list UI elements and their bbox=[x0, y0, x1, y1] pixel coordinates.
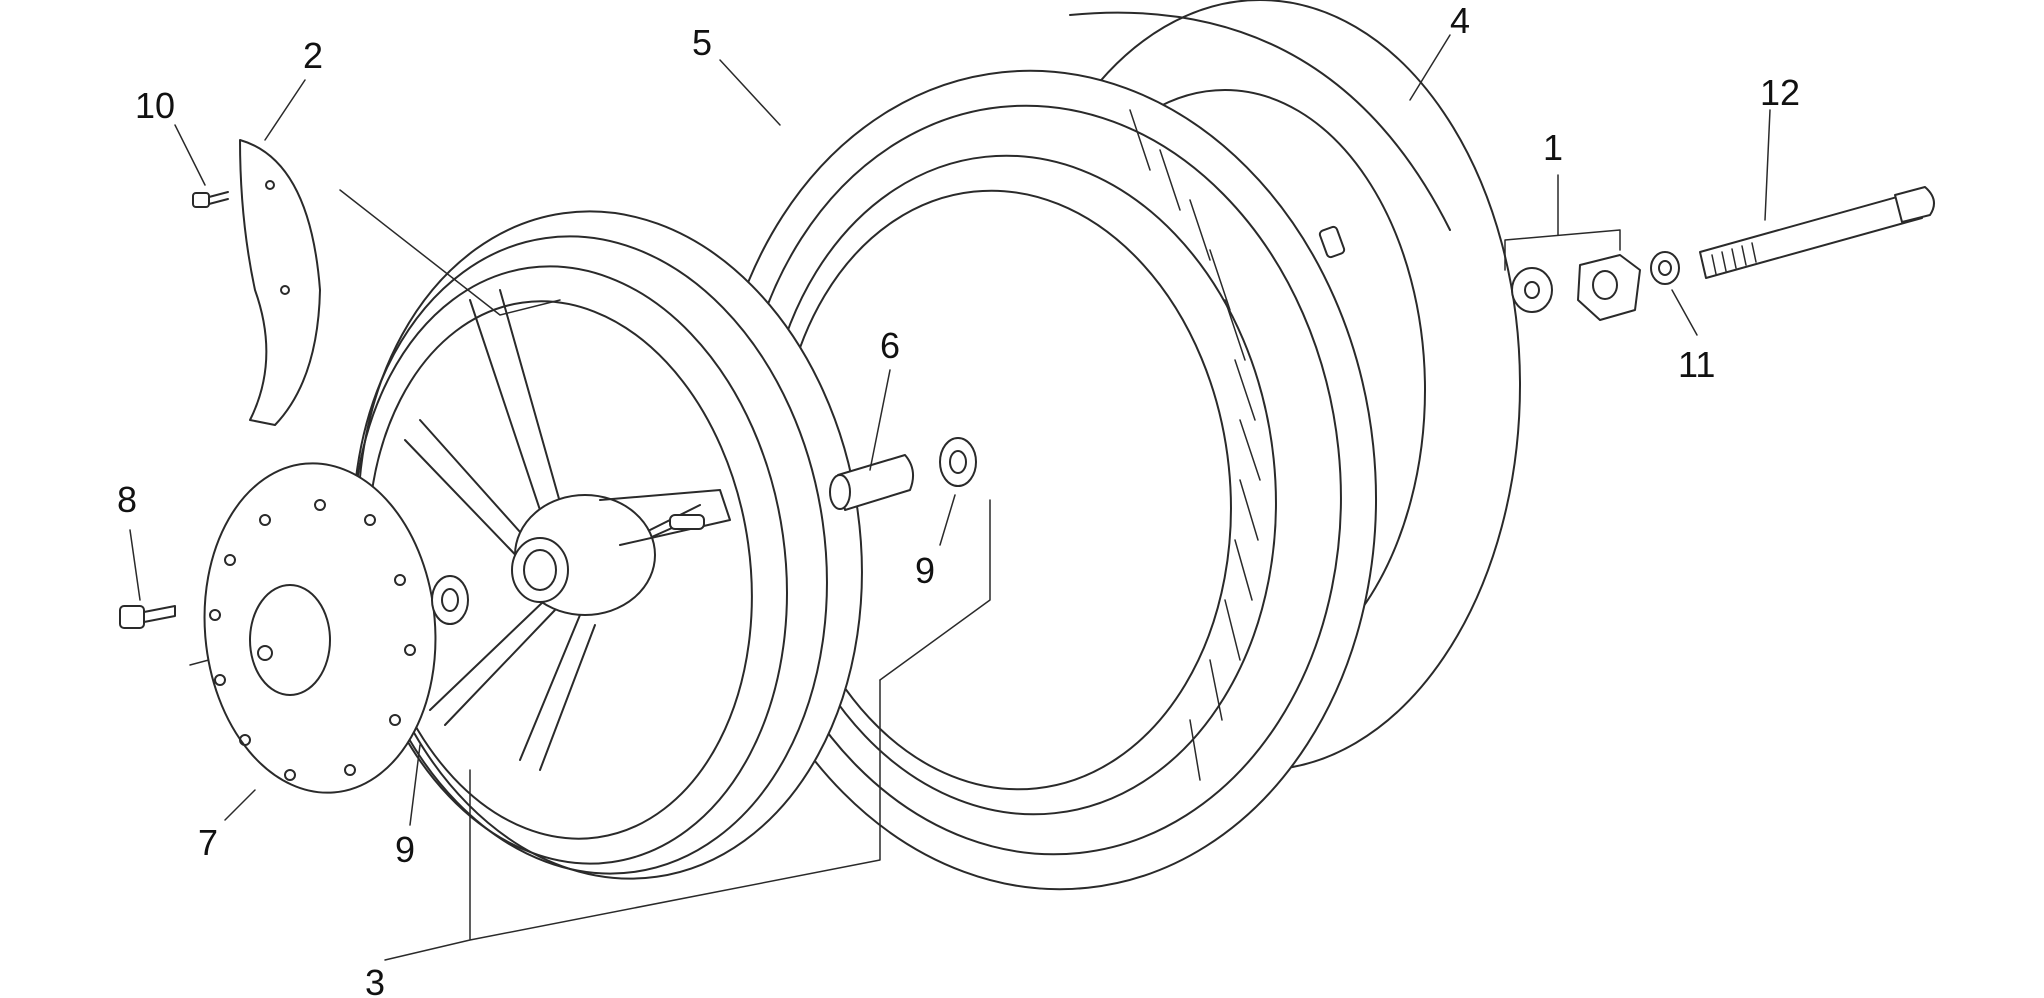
spacer-tube bbox=[829, 454, 915, 511]
bearing-right bbox=[939, 437, 977, 487]
mudguard-bracket bbox=[239, 139, 321, 426]
callout-4: 4 bbox=[1450, 0, 1470, 41]
speedometer-drive bbox=[1511, 254, 1641, 321]
callout-11: 11 bbox=[1678, 344, 1715, 385]
wheel-axle bbox=[1699, 186, 1935, 279]
callout-1: 1 bbox=[1543, 127, 1563, 168]
disc-bolt bbox=[119, 605, 176, 629]
bracket-screw bbox=[192, 191, 229, 208]
wheel-hub bbox=[511, 489, 731, 616]
callout-5: 5 bbox=[692, 22, 712, 63]
washer bbox=[1650, 251, 1680, 285]
callout-8: 8 bbox=[117, 479, 137, 520]
callout-labels: 1 2 3 4 5 6 7 8 9 9 10 11 12 bbox=[117, 0, 1800, 998]
brake-disc bbox=[203, 462, 437, 794]
leader-lines bbox=[129, 34, 1771, 961]
callout-7: 7 bbox=[198, 822, 218, 863]
callout-12: 12 bbox=[1760, 72, 1800, 113]
bearing-left bbox=[431, 575, 469, 625]
callout-9-left: 9 bbox=[395, 829, 415, 870]
callout-3: 3 bbox=[365, 962, 385, 998]
valve-stem bbox=[1318, 225, 1346, 259]
callout-9-right: 9 bbox=[915, 550, 935, 591]
callout-6: 6 bbox=[880, 325, 900, 366]
callout-2: 2 bbox=[303, 35, 323, 76]
callout-10: 10 bbox=[135, 85, 175, 126]
